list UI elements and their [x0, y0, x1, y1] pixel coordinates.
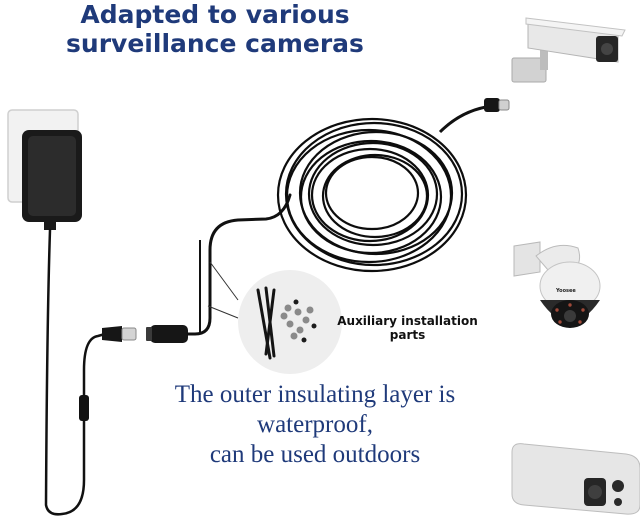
bullet-camera-ir-led: [612, 480, 624, 492]
waterproof-notice: The outer insulating layer is waterproof…: [90, 380, 540, 470]
box-camera: [511, 17, 626, 83]
callout-line-top: [209, 261, 239, 301]
extension-cable: [186, 193, 292, 336]
notice-line-3: can be used outdoors: [209, 441, 421, 468]
dome-camera: Yoosee: [513, 241, 601, 328]
bullet-camera-housing: [511, 443, 640, 515]
adapter-face: [28, 136, 76, 216]
coil-dc-plug: [484, 98, 510, 112]
accessory-callout-line-2: parts: [389, 328, 426, 342]
wall-anchors: [293, 299, 317, 343]
power-adapter: [7, 109, 82, 230]
headline: Adapted to various surveillance cameras: [0, 0, 430, 58]
dc-male-plug: [102, 326, 137, 342]
ferrite-core: [79, 395, 89, 421]
cable-ties: [256, 286, 276, 360]
headline-line-2: surveillance cameras: [66, 29, 364, 58]
accessory-callout: Auxiliary installation parts: [320, 314, 495, 342]
adapter-cable: [44, 228, 107, 516]
dc-female-connector: [146, 325, 188, 343]
accessory-parts: [238, 270, 342, 374]
notice-line-2: waterproof,: [257, 411, 373, 438]
notice-line-1: The outer insulating layer is: [174, 381, 456, 408]
box-camera-sunshield: [525, 17, 626, 37]
adapter-strain-relief: [44, 220, 56, 230]
callout-line-bottom: [207, 305, 239, 319]
dome-camera-bracket: [513, 241, 541, 277]
box-camera-arm: [540, 40, 548, 70]
screws: [280, 304, 314, 340]
cable-coil: [276, 117, 468, 273]
bullet-camera: [511, 443, 640, 515]
headline-line-1: Adapted to various: [80, 0, 350, 29]
dome-camera-logo: Yoosee: [555, 288, 576, 294]
accessory-callout-line-1: Auxiliary installation: [337, 314, 478, 328]
